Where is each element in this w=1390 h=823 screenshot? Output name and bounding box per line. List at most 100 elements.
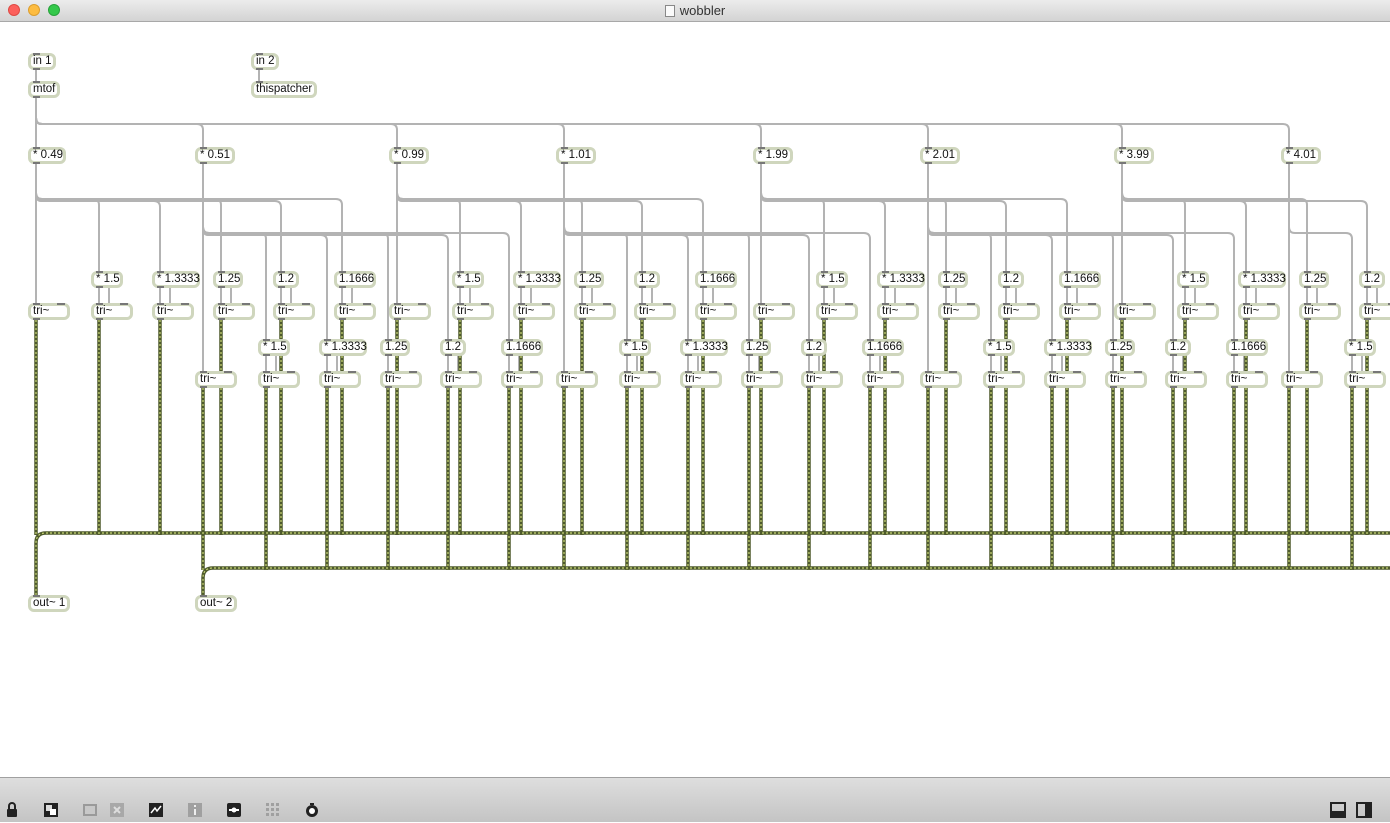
clear-icon[interactable] [109,802,125,818]
mtof-object[interactable]: mtof [28,81,60,98]
multiplier-7[interactable]: * 4.01 [1281,147,1321,164]
tri-osc-5-1[interactable]: tri~ [983,371,1025,388]
multiplier-2[interactable]: * 0.99 [389,147,429,164]
ratio-5-3[interactable]: 1.25 [1105,339,1135,356]
tri-osc-0-0[interactable]: tri~ [28,303,70,320]
tri-osc-0-1[interactable]: tri~ [91,303,133,320]
ratio-0-1[interactable]: * 1.5 [91,271,123,288]
tri-osc-3-3[interactable]: tri~ [741,371,783,388]
debug-icon[interactable] [148,802,164,818]
cord-mtof-mul-4[interactable] [35,98,762,147]
ratio-1-3[interactable]: 1.25 [380,339,410,356]
cord-mul-ratio-6-3[interactable] [1121,164,1308,271]
tri-osc-5-5[interactable]: tri~ [1226,371,1268,388]
tri-osc-4-3[interactable]: tri~ [938,303,980,320]
cord-mtof-mul-5[interactable] [35,98,929,147]
multiplier-0[interactable]: * 0.49 [28,147,66,164]
ratio-4-3[interactable]: 1.25 [938,271,968,288]
tri-osc-4-2[interactable]: tri~ [877,303,919,320]
multiplier-4[interactable]: * 1.99 [753,147,793,164]
ratio-6-2[interactable]: * 1.3333 [1238,271,1286,288]
ratio-3-3[interactable]: 1.25 [741,339,771,356]
tri-osc-1-3[interactable]: tri~ [380,371,422,388]
lock-icon[interactable] [4,802,20,818]
tri-osc-2-0[interactable]: tri~ [389,303,431,320]
tri-osc-5-0[interactable]: tri~ [920,371,962,388]
cord-mtof-mul-1[interactable] [35,98,204,147]
presentation-icon[interactable] [82,802,98,818]
ratio-6-4[interactable]: 1.2 [1359,271,1385,288]
cord-mul-ratio-5-5[interactable] [927,164,1235,339]
cord-mul-ratio-7-1[interactable] [1288,164,1353,339]
cord-mul-ratio-0-1[interactable] [35,164,100,271]
tri-osc-0-4[interactable]: tri~ [273,303,315,320]
tri-osc-0-3[interactable]: tri~ [213,303,255,320]
multiplier-1[interactable]: * 0.51 [195,147,235,164]
ratio-0-5[interactable]: 1.1666 [334,271,376,288]
cord-mul-ratio-2-3[interactable] [396,164,583,271]
split-pane-icon[interactable] [1356,802,1372,818]
tri-osc-4-0[interactable]: tri~ [753,303,795,320]
ratio-1-5[interactable]: 1.1666 [501,339,543,356]
single-pane-icon[interactable] [1330,802,1346,818]
cord-mul-ratio-0-4[interactable] [35,164,282,271]
ratio-6-1[interactable]: * 1.5 [1177,271,1209,288]
ratio-2-2[interactable]: * 1.3333 [513,271,561,288]
ratio-2-5[interactable]: 1.1666 [695,271,737,288]
ratio-0-4[interactable]: 1.2 [273,271,299,288]
cord-mul-ratio-6-4[interactable] [1121,164,1368,271]
ratio-5-5[interactable]: 1.1666 [1226,339,1268,356]
tri-osc-7-1[interactable]: tri~ [1344,371,1386,388]
cord-mtof-mul-6[interactable] [35,98,1123,147]
inlet-2[interactable]: in 2 [251,53,279,70]
tri-osc-2-1[interactable]: tri~ [452,303,494,320]
tri-osc-1-1[interactable]: tri~ [258,371,300,388]
tri-osc-6-1[interactable]: tri~ [1177,303,1219,320]
outlet-2[interactable]: out~ 2 [195,595,237,612]
tri-osc-1-5[interactable]: tri~ [501,371,543,388]
document-proxy-icon[interactable] [664,5,675,17]
cord-mul-ratio-3-5[interactable] [563,164,871,339]
tri-osc-2-4[interactable]: tri~ [634,303,676,320]
tri-osc-4-1[interactable]: tri~ [816,303,858,320]
tri-osc-3-5[interactable]: tri~ [862,371,904,388]
ratio-1-4[interactable]: 1.2 [440,339,466,356]
ratio-1-2[interactable]: * 1.3333 [319,339,367,356]
tri-osc-2-5[interactable]: tri~ [695,303,737,320]
tri-osc-0-5[interactable]: tri~ [334,303,376,320]
signal-bus-out1[interactable] [34,531,1390,595]
tri-osc-6-0[interactable]: tri~ [1114,303,1156,320]
ratio-2-1[interactable]: * 1.5 [452,271,484,288]
ratio-3-2[interactable]: * 1.3333 [680,339,728,356]
ratio-6-3[interactable]: 1.25 [1299,271,1329,288]
tri-osc-3-2[interactable]: tri~ [680,371,722,388]
tri-osc-3-1[interactable]: tri~ [619,371,661,388]
ratio-3-4[interactable]: 1.2 [801,339,827,356]
ratio-0-2[interactable]: * 1.3333 [152,271,200,288]
tri-osc-5-3[interactable]: tri~ [1105,371,1147,388]
cord-mul-ratio-2-1[interactable] [396,164,461,271]
cord-mtof-mul-7[interactable] [35,98,1290,147]
tri-osc-3-0[interactable]: tri~ [556,371,598,388]
tri-osc-7-0[interactable]: tri~ [1281,371,1323,388]
ratio-3-1[interactable]: * 1.5 [619,339,651,356]
tri-osc-5-4[interactable]: tri~ [1165,371,1207,388]
ratio-5-4[interactable]: 1.2 [1165,339,1191,356]
tri-osc-2-2[interactable]: tri~ [513,303,555,320]
inlet-1[interactable]: in 1 [28,53,56,70]
tri-osc-5-2[interactable]: tri~ [1044,371,1086,388]
zoom-window-button[interactable] [48,4,60,16]
cord-mul-ratio-4-4[interactable] [760,164,1007,271]
tri-osc-4-4[interactable]: tri~ [998,303,1040,320]
tri-osc-1-0[interactable]: tri~ [195,371,237,388]
tri-osc-0-2[interactable]: tri~ [152,303,194,320]
minimize-window-button[interactable] [28,4,40,16]
snapshot-icon[interactable] [304,802,320,818]
cord-mtof-mul-2[interactable] [35,98,398,147]
ratio-3-5[interactable]: 1.1666 [862,339,904,356]
tri-osc-6-4[interactable]: tri~ [1359,303,1390,320]
close-window-button[interactable] [8,4,20,16]
cord-mul-ratio-4-5[interactable] [760,164,1068,271]
cord-mul-ratio-2-4[interactable] [396,164,643,271]
